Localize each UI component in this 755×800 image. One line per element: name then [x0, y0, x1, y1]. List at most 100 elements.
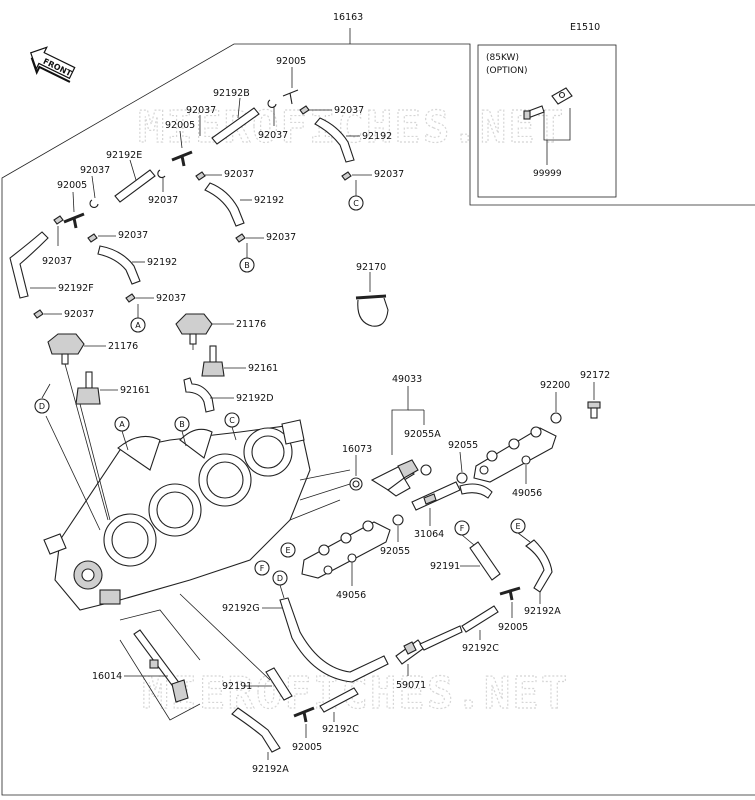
o-ring-icon [392, 514, 404, 526]
label-92192c-a: 92192C [462, 643, 499, 654]
label-21176-b: 21176 [108, 341, 138, 352]
hose-92191-a-icon [469, 541, 501, 581]
callout-f-lower [254, 560, 270, 576]
label-92192e: 92192E [106, 150, 142, 161]
option-line2: (OPTION) [486, 66, 528, 76]
label-49056-a: 49056 [512, 488, 542, 499]
label-92037-j: 92037 [118, 230, 148, 241]
hose-92191-b-icon [265, 667, 293, 701]
callout-letter: C [353, 199, 359, 208]
label-92037-m: 92037 [64, 309, 94, 320]
label-92200: 92200 [540, 380, 570, 391]
hose-92192-b-icon [204, 182, 245, 227]
hose-92192-c-icon [97, 245, 141, 285]
label-92170: 92170 [356, 262, 386, 273]
leader-frame [119, 609, 201, 661]
hose-92192e-icon [114, 169, 156, 203]
front-arrow-icon: FRONT [29, 46, 76, 83]
label-21176-a: 21176 [236, 319, 266, 330]
callout-letter: B [244, 261, 250, 270]
hose-92192c-b-icon [319, 687, 359, 713]
callout-c-top [348, 195, 364, 211]
label-92037-k: 92037 [266, 232, 296, 243]
tee-joint-icon [282, 89, 299, 105]
callout-a-top [130, 317, 146, 333]
label-92161-b: 92161 [120, 385, 150, 396]
option-box [477, 44, 617, 198]
label-92055a: 92055A [404, 429, 441, 440]
tee-joint-d-icon [499, 586, 521, 601]
callout-letter: D [39, 402, 45, 411]
option-part-number: 99999 [533, 169, 562, 179]
injector-icon [370, 459, 419, 497]
label-92192c-b: 92192C [322, 724, 359, 735]
clamp-92170-icon [355, 294, 389, 327]
clip-icon [125, 293, 136, 303]
option-line1: (85KW) [486, 53, 519, 63]
hose-92192f-icon [9, 231, 49, 299]
leader-frame [119, 639, 201, 721]
callout-letter: E [515, 522, 520, 531]
label-92192b: 92192B [213, 88, 250, 99]
callout-e-rail [280, 542, 296, 558]
callout-letter: E [285, 546, 290, 555]
label-92037-i: 92037 [42, 256, 72, 267]
label-92037-c: 92037 [258, 130, 288, 141]
label-92005-a: 92005 [276, 56, 306, 67]
label-92005-b: 92005 [165, 120, 195, 131]
clip-ring-icon [157, 169, 166, 179]
callout-letter: A [119, 420, 125, 429]
label-92005-c: 92005 [57, 180, 87, 191]
label-92192-b: 92192 [254, 195, 284, 206]
label-16073: 16073 [342, 444, 372, 455]
bolt-92172-icon [587, 401, 601, 419]
label-92055-b: 92055 [380, 546, 410, 557]
label-92037-f: 92037 [148, 195, 178, 206]
diagram-code: E1510 [570, 22, 600, 33]
rod-16014-icon [133, 629, 189, 703]
label-92192d: 92192D [236, 393, 274, 404]
label-92192-a: 92192 [362, 131, 392, 142]
callout-letter: F [260, 564, 265, 573]
clip-ring-icon [267, 99, 277, 108]
connector-59071-icon [395, 625, 463, 665]
assembly-number: 16163 [333, 12, 363, 23]
seal-inner [352, 480, 360, 488]
hose-92192b-icon [211, 107, 260, 145]
label-59071: 59071 [396, 680, 426, 691]
label-92037-e: 92037 [80, 165, 110, 176]
tee-joint-b-icon [171, 150, 193, 167]
assembly-boundary-left [1, 43, 755, 796]
leader-frame [179, 593, 271, 681]
hose-92192-a-icon [314, 117, 355, 163]
hose-92192c-a-icon [461, 605, 499, 633]
label-49033: 49033 [392, 374, 422, 385]
throttle-body-assembly-icon [43, 419, 311, 611]
o-ring-icon [420, 464, 432, 476]
clip-icon [53, 215, 64, 225]
clip-icon [33, 309, 44, 319]
watermark-top: MIEROFICHES.NET [138, 102, 565, 153]
hose-92192a-a-icon [525, 539, 553, 593]
label-92192-c: 92192 [147, 257, 177, 268]
callout-b-top [239, 257, 255, 273]
label-92192a-a: 92192A [524, 606, 561, 617]
clip-ring-icon [89, 199, 99, 208]
label-92192f: 92192F [58, 283, 94, 294]
label-92191-b: 92191 [222, 681, 252, 692]
fuel-rail-49056-b-icon [301, 520, 391, 579]
hose-92192g-icon [279, 597, 389, 683]
clip-icon [195, 171, 206, 181]
fitting-92161-a-icon [201, 345, 225, 377]
clip-icon [87, 233, 98, 243]
tee-joint-c-icon [63, 212, 85, 229]
label-92037-l: 92037 [156, 293, 186, 304]
fuel-pipe-31064-icon [411, 481, 493, 511]
label-92037-g: 92037 [224, 169, 254, 180]
callout-letter: B [179, 420, 185, 429]
label-92005-e: 92005 [292, 742, 322, 753]
fuel-rail-49056-a-icon [473, 426, 557, 483]
callout-letter: C [229, 416, 235, 425]
hose-92192d-icon [183, 377, 215, 413]
